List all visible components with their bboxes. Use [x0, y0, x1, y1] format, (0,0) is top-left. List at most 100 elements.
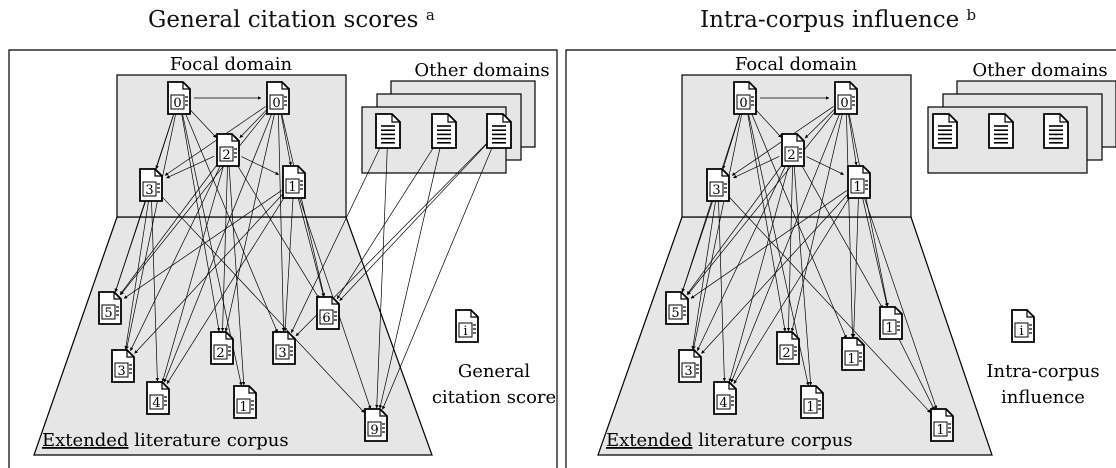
citation-arrow [730, 111, 841, 383]
citation-arrow [336, 143, 437, 299]
citation-arrow [235, 162, 320, 299]
text-document-icon [988, 113, 1014, 149]
document-label: 6 [322, 311, 330, 326]
citation-arrow [847, 112, 858, 166]
citation-arrow [687, 109, 837, 296]
document-icon: 4 [146, 381, 170, 415]
citation-arrow [718, 199, 727, 382]
citation-arrow [806, 156, 845, 175]
document-label: 0 [173, 96, 181, 111]
document-label: 2 [222, 148, 230, 163]
document-icon: 1 [847, 165, 871, 199]
document-icon: 0 [733, 81, 757, 115]
document-icon: 2 [776, 331, 800, 365]
text-document-icon [1043, 113, 1069, 149]
citation-arrow [134, 192, 285, 354]
document-icon: 4 [713, 381, 737, 415]
citation-arrow [239, 108, 268, 138]
document-label: 9 [370, 423, 378, 438]
other-domains-label: Other domains [972, 60, 1107, 81]
document-label: 1 [936, 423, 944, 438]
document-label: 4 [152, 396, 160, 411]
document-icon: 0 [834, 81, 858, 115]
legend-text-line-2: influence [1001, 387, 1085, 408]
document-label: 3 [145, 183, 153, 198]
focal-domain-label: Focal domain [170, 54, 293, 75]
citation-arrow [181, 112, 221, 332]
document-label: 3 [278, 346, 286, 361]
citation-arrow [754, 108, 782, 138]
document-icon: i [455, 309, 479, 343]
citation-arrow [124, 199, 150, 350]
citation-arrow [863, 196, 938, 410]
corpus-label: Extended literature corpus [42, 430, 289, 451]
document-label: 1 [853, 180, 861, 195]
citation-arrow [690, 190, 847, 299]
citation-arrow [189, 108, 217, 138]
citation-arrow [727, 195, 931, 413]
citation-arrow [800, 162, 883, 309]
document-icon: 2 [781, 133, 805, 167]
document-icon: 5 [665, 291, 689, 325]
text-document-icon [431, 113, 457, 149]
citation-arrow [120, 109, 269, 295]
citation-arrow [697, 163, 787, 351]
document-label: 0 [739, 96, 747, 111]
citation-arrow [382, 144, 494, 410]
corpus-label: Extended literature corpus [606, 430, 853, 451]
document-label: 2 [787, 148, 795, 163]
document-icon: 3 [272, 331, 296, 365]
document-icon: 1 [233, 385, 257, 419]
document-icon: 1 [879, 306, 903, 340]
citation-arrow [123, 190, 282, 299]
document-icon: 2 [216, 133, 240, 167]
document-icon: 1 [841, 337, 865, 371]
citation-arrow [130, 163, 222, 352]
text-document-icon [932, 113, 958, 149]
citation-arrow [790, 112, 843, 332]
document-icon: i [1011, 309, 1035, 343]
citation-arrow [786, 164, 793, 332]
document-label: 0 [272, 96, 280, 111]
citation-arrow [220, 164, 228, 332]
document-icon: 3 [678, 349, 702, 383]
document-label: 5 [104, 306, 112, 321]
citation-arrow [733, 156, 780, 179]
citation-arrow [851, 196, 859, 338]
citation-arrow [378, 145, 441, 409]
citation-arrow [681, 112, 741, 293]
document-icon: 3 [111, 349, 135, 383]
document-label: 1 [806, 400, 814, 415]
citation-arrow [280, 112, 292, 166]
citation-edges [114, 96, 494, 413]
citation-arrow [278, 112, 286, 332]
citation-arrow [861, 196, 889, 307]
focal-domain-label: Focal domain [735, 54, 858, 75]
legend-text-line-2: citation score [432, 387, 556, 408]
citation-arrow [166, 155, 215, 179]
document-icon: 9 [364, 408, 388, 442]
citation-arrow [733, 194, 852, 384]
citation-arrow [283, 196, 294, 332]
document-icon: 0 [266, 81, 290, 115]
citation-arrow [164, 106, 266, 176]
legend-text-line-1: General [458, 361, 531, 382]
document-icon: 6 [316, 296, 340, 330]
citation-arrow [692, 112, 743, 350]
legend: i General citation score [432, 309, 556, 408]
document-icon: 3 [706, 168, 730, 202]
citation-arrow [228, 164, 246, 386]
document-label: i [463, 324, 467, 339]
citation-arrow [114, 199, 147, 293]
document-label: 2 [216, 346, 224, 361]
panel-a-title: General citation scores a [148, 6, 435, 33]
document-label: 1 [847, 352, 855, 367]
citation-arrow [804, 108, 836, 139]
document-icon: 3 [139, 168, 163, 202]
text-document-icon [486, 113, 512, 149]
document-icon: 1 [930, 408, 954, 442]
legend: i Intra-corpus influence [986, 309, 1100, 408]
citation-arrow [846, 112, 855, 338]
citation-arrow [747, 112, 787, 332]
